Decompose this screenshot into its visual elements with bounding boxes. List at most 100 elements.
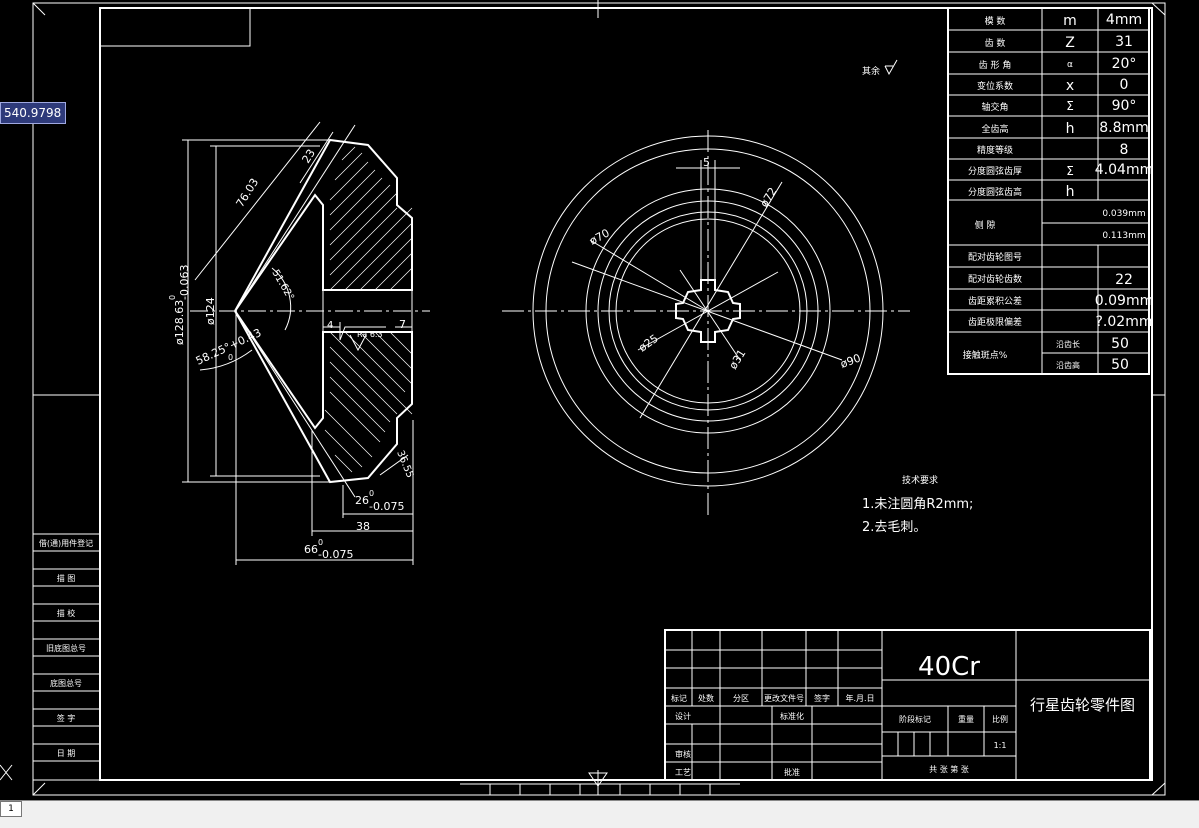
param-val-9: 0.039mm: [1102, 209, 1145, 219]
material-label: 40Cr: [918, 652, 980, 682]
param-val-13: ?.02mm: [1096, 314, 1153, 330]
param-val-0: 4mm: [1106, 12, 1142, 28]
left-label-4: 底图总号: [50, 678, 82, 688]
param-sym-5: h: [1066, 121, 1075, 137]
status-bar: [0, 800, 1199, 828]
param-name-2: 齿 形 角: [979, 59, 1012, 71]
tech-req-item-0: 1.未注圆角R2mm;: [862, 497, 973, 512]
dim-3655: 36.55: [394, 449, 415, 480]
param-sym-8: h: [1066, 184, 1075, 200]
param-name-5: 全齿高: [981, 123, 1008, 135]
dim-d70: ø70: [587, 226, 611, 247]
header-change-doc: 更改文件号: [764, 693, 804, 703]
header-zone: 分区: [733, 694, 749, 703]
tech-req-item-1: 2.去毛刺。: [862, 520, 926, 535]
param-name-7: 分度圆弦齿厚: [968, 165, 1022, 177]
dim-d72: ø72: [758, 185, 780, 209]
dim-angle-5162: 51.62°: [269, 268, 295, 303]
header-count: 处数: [698, 693, 714, 703]
param-sym-4: Σ: [1066, 99, 1074, 113]
standard-label: 标准化: [780, 711, 804, 721]
header-sign: 签字: [814, 693, 830, 703]
bottom-ruler: [460, 783, 740, 795]
dim-4: 4: [327, 320, 333, 331]
left-label-strip: 借(通)用件登记 描 图 描 校 旧底图总号 底图总号 签 字 日 期: [32, 533, 101, 781]
param-val-1: 31: [1115, 34, 1133, 50]
param-val-11: 22: [1115, 272, 1133, 288]
dim-d7603: 76.03: [234, 176, 262, 210]
dim-d128-tol2: -0.063: [178, 265, 191, 300]
dim-66: 66: [304, 543, 318, 556]
param-val2-14: 50: [1111, 357, 1129, 373]
drawing-frame: [99, 7, 1153, 781]
param-sym-7: Σ: [1066, 164, 1074, 178]
roughness-note-text: 其余: [862, 65, 880, 77]
dim-d31: ø31: [727, 347, 749, 371]
param-val-4: 90°: [1112, 98, 1137, 114]
param-sym-0: m: [1063, 13, 1077, 29]
dim-5: 5: [703, 156, 710, 169]
left-label-6: 日 期: [57, 749, 76, 758]
dim-d90: ø90: [839, 352, 863, 371]
param-val-14: 50: [1111, 336, 1129, 352]
param-val2-9: 0.113mm: [1102, 231, 1145, 241]
param-sym-3: x: [1066, 78, 1074, 94]
param-name-12: 齿距累积公差: [968, 295, 1022, 307]
drawing-title: 行星齿轮零件图: [1030, 696, 1135, 714]
gear-parameter-table: 模 数 m 4mm 齿 数 Z 31 齿 形 角 α 20° 变位系数 x 0 …: [947, 7, 1153, 375]
left-label-5: 签 字: [57, 713, 76, 723]
param-name-14: 接触斑点%: [963, 349, 1008, 361]
coordinate-readout: 540.9798: [0, 102, 66, 124]
param-name-3: 变位系数: [977, 80, 1013, 92]
header-date: 年.月.日: [845, 693, 874, 703]
param-name-8: 分度圆弦齿高: [968, 186, 1022, 198]
weight-label: 重量: [958, 714, 974, 724]
param-name-1: 齿 数: [985, 37, 1006, 49]
param-name-4: 轴交角: [981, 101, 1008, 113]
dim-26: 26: [355, 494, 369, 507]
dim-38: 38: [356, 520, 370, 533]
param-val-12: 0.09mm: [1095, 293, 1153, 309]
dim-d25: ø25: [636, 332, 660, 355]
cad-drawing-canvas[interactable]: 借(通)用件登记 描 图 描 校 旧底图总号 底图总号 签 字 日 期 模 数 …: [0, 0, 1199, 800]
dim-66-tol2: -0.075: [318, 548, 353, 561]
outer-border: [32, 2, 1166, 796]
param-val-6: 8: [1120, 142, 1129, 158]
dim-26-tol2: -0.075: [369, 500, 404, 513]
dim-66-tol: 0: [318, 538, 323, 547]
scale-value: 1:1: [994, 741, 1007, 750]
gear-section-view: ø128.63 0 -0.063 ø124 76.03 23 51.62° 58…: [168, 121, 430, 565]
param-name-13: 齿距极限偏差: [968, 316, 1022, 328]
param-val-3: 0: [1120, 77, 1129, 93]
param-sym2-14: 沿齿高: [1056, 360, 1080, 370]
param-name-0: 模 数: [985, 15, 1006, 27]
roughness-note: 其余: [862, 59, 898, 77]
param-name-10: 配对齿轮图号: [968, 251, 1022, 263]
design-label: 设计: [675, 711, 691, 721]
left-label-1: 描 图: [57, 573, 76, 583]
left-label-2: 描 校: [57, 608, 76, 618]
stage-mark-label: 阶段标记: [899, 714, 931, 724]
param-val-5: 8.8mm: [1099, 120, 1149, 136]
dim-d124: ø124: [204, 297, 217, 325]
review-label: 审核: [675, 749, 691, 759]
tech-req-title: 技术要求: [902, 474, 938, 486]
dim-26-tol: 0: [369, 489, 374, 498]
param-name-9: 侧 隙: [975, 219, 996, 231]
technical-requirements: 技术要求 1.未注圆角R2mm; 2.去毛刺。: [862, 474, 973, 535]
param-val-7: 4.04mm: [1095, 162, 1153, 178]
param-sym-1: Z: [1065, 35, 1075, 51]
dim-ra: Ra 6.3: [357, 330, 383, 339]
dim-d128-tol: 0: [168, 295, 177, 300]
gear-front-view: 5 ø72 ø70 ø25 ø31 ø90: [502, 130, 910, 515]
left-label-3: 旧底图总号: [46, 643, 86, 653]
param-val-2: 20°: [1112, 56, 1137, 72]
title-block: 标记 处数 分区 更改文件号 签字 年.月.日 设计 标准化 审核 工艺 批准 …: [664, 629, 1151, 781]
sheet-label: 共 张 第 张: [929, 764, 969, 774]
param-sym-2: α: [1067, 60, 1073, 70]
ratio-label: 比例: [992, 714, 1008, 724]
drawing-number-box: [99, 7, 251, 47]
dim-d128: ø128.63: [173, 300, 186, 345]
param-name-6: 精度等级: [977, 144, 1013, 156]
layout-tab[interactable]: 1: [0, 801, 22, 817]
